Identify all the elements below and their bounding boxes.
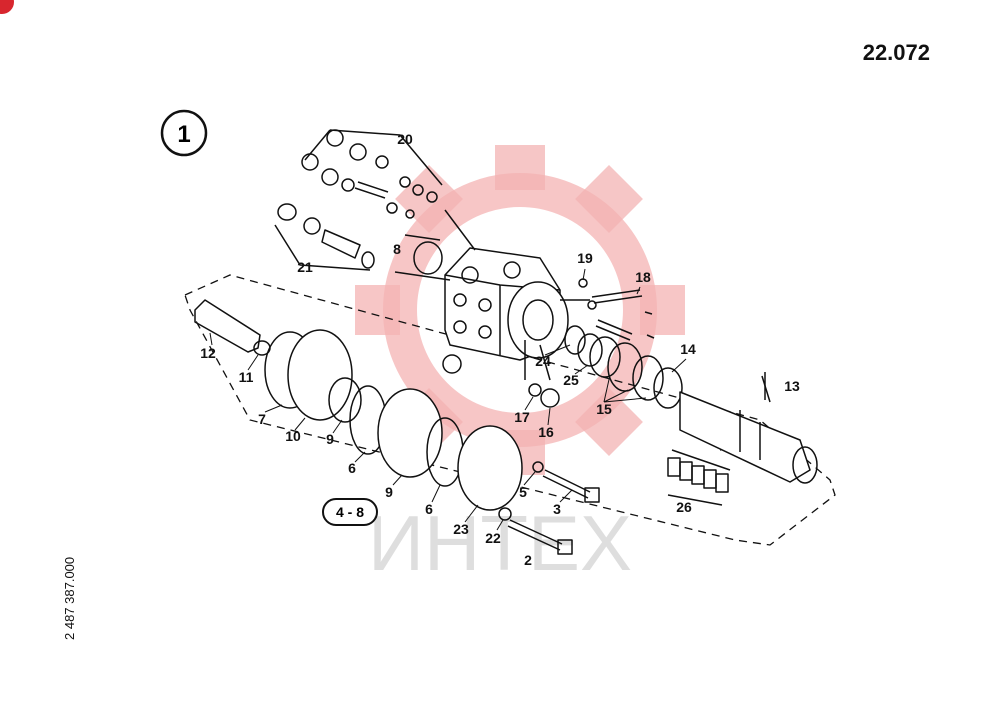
bolt-2-head: [557, 539, 573, 555]
watermark-gear-teeth: [355, 145, 685, 475]
callout-3: 3: [553, 501, 561, 517]
ring-15c: [632, 355, 664, 401]
callout-18: 18: [635, 269, 651, 285]
ball-17: [528, 383, 542, 397]
callout-21: 21: [297, 259, 313, 275]
plate-10: [287, 329, 353, 421]
star-9a: [328, 377, 362, 423]
callout-26: 26: [676, 499, 692, 515]
callout-8: 8: [393, 241, 401, 257]
nut-16: [540, 388, 560, 408]
plug: [442, 354, 462, 374]
bolt-2: [507, 519, 563, 551]
figure-number: 1: [177, 121, 190, 148]
pin-13: [761, 375, 771, 403]
callout-5: 5: [519, 484, 527, 500]
callout-15: 15: [596, 401, 612, 417]
callout-20: 20: [397, 131, 413, 147]
spool-parts-20: [301, 129, 443, 219]
callout-19: 19: [577, 250, 593, 266]
callout-16: 16: [538, 424, 554, 440]
ring-25: [577, 333, 603, 367]
ring-15a: [589, 336, 621, 378]
ring-8: [413, 241, 443, 275]
ring-14: [653, 367, 683, 409]
callout-14: 14: [680, 341, 696, 357]
group-ref: 4 - 8: [336, 504, 364, 520]
callout-6b: 6: [425, 501, 433, 517]
spool-parts-21: [274, 203, 375, 271]
callout-9a: 9: [326, 431, 334, 447]
page-number: 22.072: [862, 40, 930, 65]
callout-17: 17: [514, 409, 530, 425]
leader-lines: [209, 268, 687, 531]
callout-12: 12: [200, 345, 216, 361]
callout-7: 7: [258, 411, 266, 427]
bolt-3-head: [584, 487, 600, 503]
end-cover-23: [457, 425, 523, 511]
callout-23: 23: [453, 521, 469, 537]
callout-10: 10: [285, 428, 301, 444]
callout-11: 11: [239, 369, 254, 385]
figure-number-badge: 1: [160, 109, 208, 157]
callout-labels: 20 21 8 19 18 12 11 7 10 9 9 6 6 24 25 1…: [200, 131, 800, 568]
callout-22: 22: [485, 530, 501, 546]
rotor-9b: [377, 388, 443, 478]
bolt-3: [542, 469, 591, 499]
callout-24: 24: [535, 353, 551, 369]
callout-6a: 6: [348, 460, 356, 476]
cup-12: [194, 299, 261, 353]
washer-22: [498, 507, 512, 521]
ring-24: [564, 325, 586, 355]
washer-5: [532, 461, 544, 473]
callout-9b: 9: [385, 484, 393, 500]
group-ref-badge: 4 - 8: [322, 498, 378, 526]
drive-shaft: [679, 391, 818, 484]
callout-2: 2: [524, 552, 532, 568]
needle-rollers-26: [667, 449, 731, 506]
pins-18-19: [578, 278, 655, 341]
watermark-text: ИНТЕХ: [368, 499, 632, 587]
callout-13: 13: [784, 378, 800, 394]
valve-housing: [444, 247, 569, 361]
callout-25: 25: [563, 372, 579, 388]
